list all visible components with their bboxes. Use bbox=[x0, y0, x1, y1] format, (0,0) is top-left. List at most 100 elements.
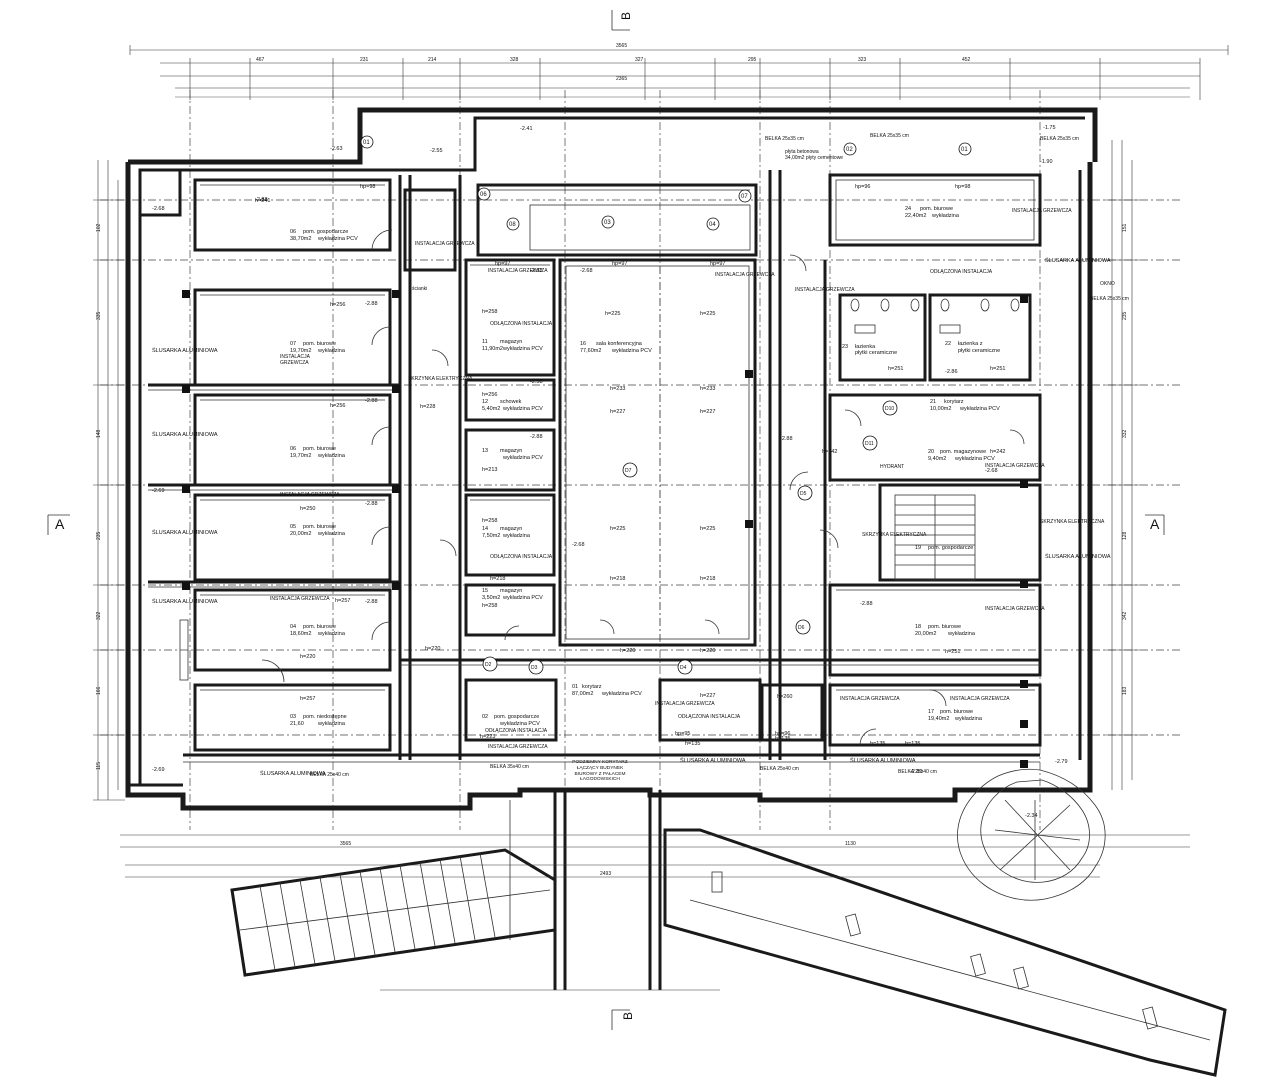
svg-text:ŚLUSARKA ALUMINIOWA: ŚLUSARKA ALUMINIOWA bbox=[680, 756, 746, 764]
dim-left-seg: 235 bbox=[96, 531, 102, 540]
svg-text:h=251: h=251 bbox=[888, 366, 903, 372]
room-labels-middle: 11 magazyn 11,90m2 wykładzina PCV h=258 … bbox=[480, 309, 715, 740]
svg-text:D10: D10 bbox=[885, 406, 894, 412]
svg-text:GRZEWCZA: GRZEWCZA bbox=[280, 360, 309, 366]
svg-text:h=135: h=135 bbox=[870, 741, 885, 747]
svg-text:wykładzina: wykładzina bbox=[317, 721, 346, 727]
svg-text:h=225: h=225 bbox=[700, 311, 715, 317]
door-tags: D7 D5 D10 D6 D2 D3 D4 D11 bbox=[482, 400, 898, 675]
svg-text:05: 05 bbox=[290, 524, 296, 530]
svg-text:A: A bbox=[55, 516, 65, 532]
svg-text:h=227: h=227 bbox=[700, 409, 715, 415]
dim-left-seg: 322 bbox=[96, 611, 102, 620]
room-labels-right: 24 pom. biurowe 22,40m2 wykładzina 23 ła… bbox=[842, 206, 1005, 722]
room-06: 06 pom. biurowe 19,70m2 wykładzina h=256 bbox=[290, 403, 346, 459]
svg-text:INSTALACJA GRZEWCZA: INSTALACJA GRZEWCZA bbox=[280, 492, 340, 498]
svg-text:wykładzina: wykładzina bbox=[317, 531, 346, 537]
dim-top-seg: 328 bbox=[510, 57, 519, 63]
svg-text:wykładzina: wykładzina bbox=[317, 631, 346, 637]
svg-text:wykładzina PCV: wykładzina PCV bbox=[499, 721, 540, 727]
svg-text:06: 06 bbox=[480, 192, 487, 198]
svg-text:-2.68: -2.68 bbox=[152, 206, 165, 212]
dim-bottom-second: 2493 bbox=[600, 871, 611, 877]
room-18: 18 pom. biurowe 20,00m2 wykładzina h=251 bbox=[915, 624, 976, 655]
svg-text:ODŁĄCZONA INSTALACJA: ODŁĄCZONA INSTALACJA bbox=[678, 714, 741, 720]
svg-text:h=242: h=242 bbox=[990, 449, 1005, 455]
svg-text:5,40m2: 5,40m2 bbox=[482, 406, 500, 412]
svg-text:-2.88: -2.88 bbox=[530, 268, 543, 274]
svg-text:pom. biurowe: pom. biurowe bbox=[303, 446, 336, 452]
svg-text:INSTALACJA GRZEWCZA: INSTALACJA GRZEWCZA bbox=[655, 701, 715, 707]
svg-text:SKRZYNKA ELEKTRYCZNA: SKRZYNKA ELEKTRYCZNA bbox=[1040, 519, 1105, 525]
svg-text:h=227: h=227 bbox=[700, 693, 715, 699]
dim-top-seg: 323 bbox=[858, 57, 867, 63]
svg-text:D7: D7 bbox=[625, 468, 632, 474]
svg-text:21,60: 21,60 bbox=[290, 721, 304, 727]
svg-text:BELKA 25x40 cm: BELKA 25x40 cm bbox=[310, 772, 349, 778]
top-dimension-lines: 3565 467 231 214 328 327 295 323 452 236… bbox=[129, 43, 1229, 100]
dim-top-seg: 295 bbox=[748, 57, 757, 63]
svg-text:ŚLUSARKA ALUMINIOWA: ŚLUSARKA ALUMINIOWA bbox=[152, 430, 218, 438]
svg-text:h=251: h=251 bbox=[945, 649, 960, 655]
ramp-right bbox=[663, 828, 1227, 1077]
svg-text:18: 18 bbox=[915, 624, 921, 630]
dim-top-total: 3565 bbox=[616, 43, 627, 49]
room-19: 19 pom. gospodarcze bbox=[915, 545, 973, 551]
svg-text:pom. magazynowe: pom. magazynowe bbox=[940, 449, 986, 455]
room-20: 20 pom. magazynowe 9,40m2 wykładzina PCV… bbox=[928, 449, 1005, 462]
room-21: 21 korytarz 10,00m2 wykładzina PCV bbox=[930, 399, 1000, 412]
svg-text:-2.88: -2.88 bbox=[780, 436, 793, 442]
underground-corridor-note: PODZIEMNY KORYTARZ ŁĄCZĄCY BUDYNEK BIURO… bbox=[572, 760, 628, 783]
svg-text:wykładzina PCV: wykładzina PCV bbox=[954, 456, 995, 462]
svg-text:-2.68: -2.68 bbox=[572, 542, 585, 548]
svg-text:h=220: h=220 bbox=[300, 654, 315, 660]
staircase bbox=[894, 494, 976, 581]
svg-text:-2.34: -2.34 bbox=[1025, 813, 1038, 819]
svg-text:BELKA 25x35 cm: BELKA 25x35 cm bbox=[870, 133, 909, 139]
svg-text:-2.86: -2.86 bbox=[945, 369, 958, 375]
svg-text:-1.75: -1.75 bbox=[1043, 125, 1056, 131]
svg-text:INSTALACJA GRZEWCZA: INSTALACJA GRZEWCZA bbox=[488, 268, 548, 274]
corridor-note-text: PODZIEMNY KORYTARZ ŁĄCZĄCY BUDYNEK BIURO… bbox=[572, 760, 628, 783]
svg-text:h=135: h=135 bbox=[905, 741, 920, 747]
svg-text:h=225: h=225 bbox=[610, 526, 625, 532]
svg-text:h=258: h=258 bbox=[482, 603, 497, 609]
svg-text:wykładzina PCV: wykładzina PCV bbox=[502, 455, 543, 461]
svg-text:INSTALACJA GRZEWCZA: INSTALACJA GRZEWCZA bbox=[985, 606, 1045, 612]
svg-text:-2.58: -2.58 bbox=[530, 379, 543, 385]
svg-text:-2.88: -2.88 bbox=[365, 501, 378, 507]
svg-text:D3: D3 bbox=[531, 665, 538, 671]
svg-text:INSTALACJA: INSTALACJA bbox=[280, 354, 311, 360]
svg-text:77,60m2: 77,60m2 bbox=[580, 348, 601, 354]
external-stairs-left bbox=[230, 848, 557, 977]
svg-text:-2.41: -2.41 bbox=[520, 126, 533, 132]
svg-text:01: 01 bbox=[572, 684, 578, 690]
svg-text:03: 03 bbox=[604, 220, 611, 226]
room-16: 16 sala konferencyjna 77,60m2 wykładzina… bbox=[580, 311, 715, 354]
svg-text:01: 01 bbox=[363, 140, 370, 146]
svg-text:h=220: h=220 bbox=[620, 648, 635, 654]
svg-text:wykładzina PCV: wykładzina PCV bbox=[959, 406, 1000, 412]
room-11: 11 magazyn 11,90m2 wykładzina PCV h=258 bbox=[482, 309, 543, 352]
svg-text:h=256: h=256 bbox=[482, 392, 497, 398]
svg-text:pom. niedostępne: pom. niedostępne bbox=[303, 714, 347, 720]
svg-text:19: 19 bbox=[915, 545, 921, 551]
svg-text:INSTALACJA GRZEWCZA: INSTALACJA GRZEWCZA bbox=[840, 696, 900, 702]
svg-text:płyta betonowa: płyta betonowa bbox=[785, 149, 819, 155]
svg-text:ŚLUSARKA ALUMINIOWA: ŚLUSARKA ALUMINIOWA bbox=[1045, 552, 1111, 560]
dim-bottom-total: 3565 bbox=[340, 841, 351, 847]
room-12: 12 schowek 5,40m2 wykładzina PCV h=256 bbox=[482, 392, 543, 412]
svg-text:INSTALACJA GRZEWCZA: INSTALACJA GRZEWCZA bbox=[1012, 208, 1072, 214]
dim-top-seg: 214 bbox=[428, 57, 437, 63]
room-22: 22 łazienka z płytki ceramiczne h=251 bbox=[945, 341, 1005, 372]
svg-text:-2.88: -2.88 bbox=[365, 398, 378, 404]
svg-text:OKNO: OKNO bbox=[1100, 281, 1115, 287]
svg-text:h=220: h=220 bbox=[425, 646, 440, 652]
svg-text:15: 15 bbox=[482, 588, 488, 594]
svg-text:płytki ceramiczne: płytki ceramiczne bbox=[855, 350, 897, 356]
svg-text:BELKA 25x40 cm: BELKA 25x40 cm bbox=[898, 769, 937, 775]
sanitary-fixtures bbox=[850, 298, 1020, 334]
svg-text:h=242: h=242 bbox=[822, 449, 837, 455]
svg-text:9,40m2: 9,40m2 bbox=[928, 456, 946, 462]
svg-text:pom. gospodarcze: pom. gospodarcze bbox=[494, 714, 539, 720]
